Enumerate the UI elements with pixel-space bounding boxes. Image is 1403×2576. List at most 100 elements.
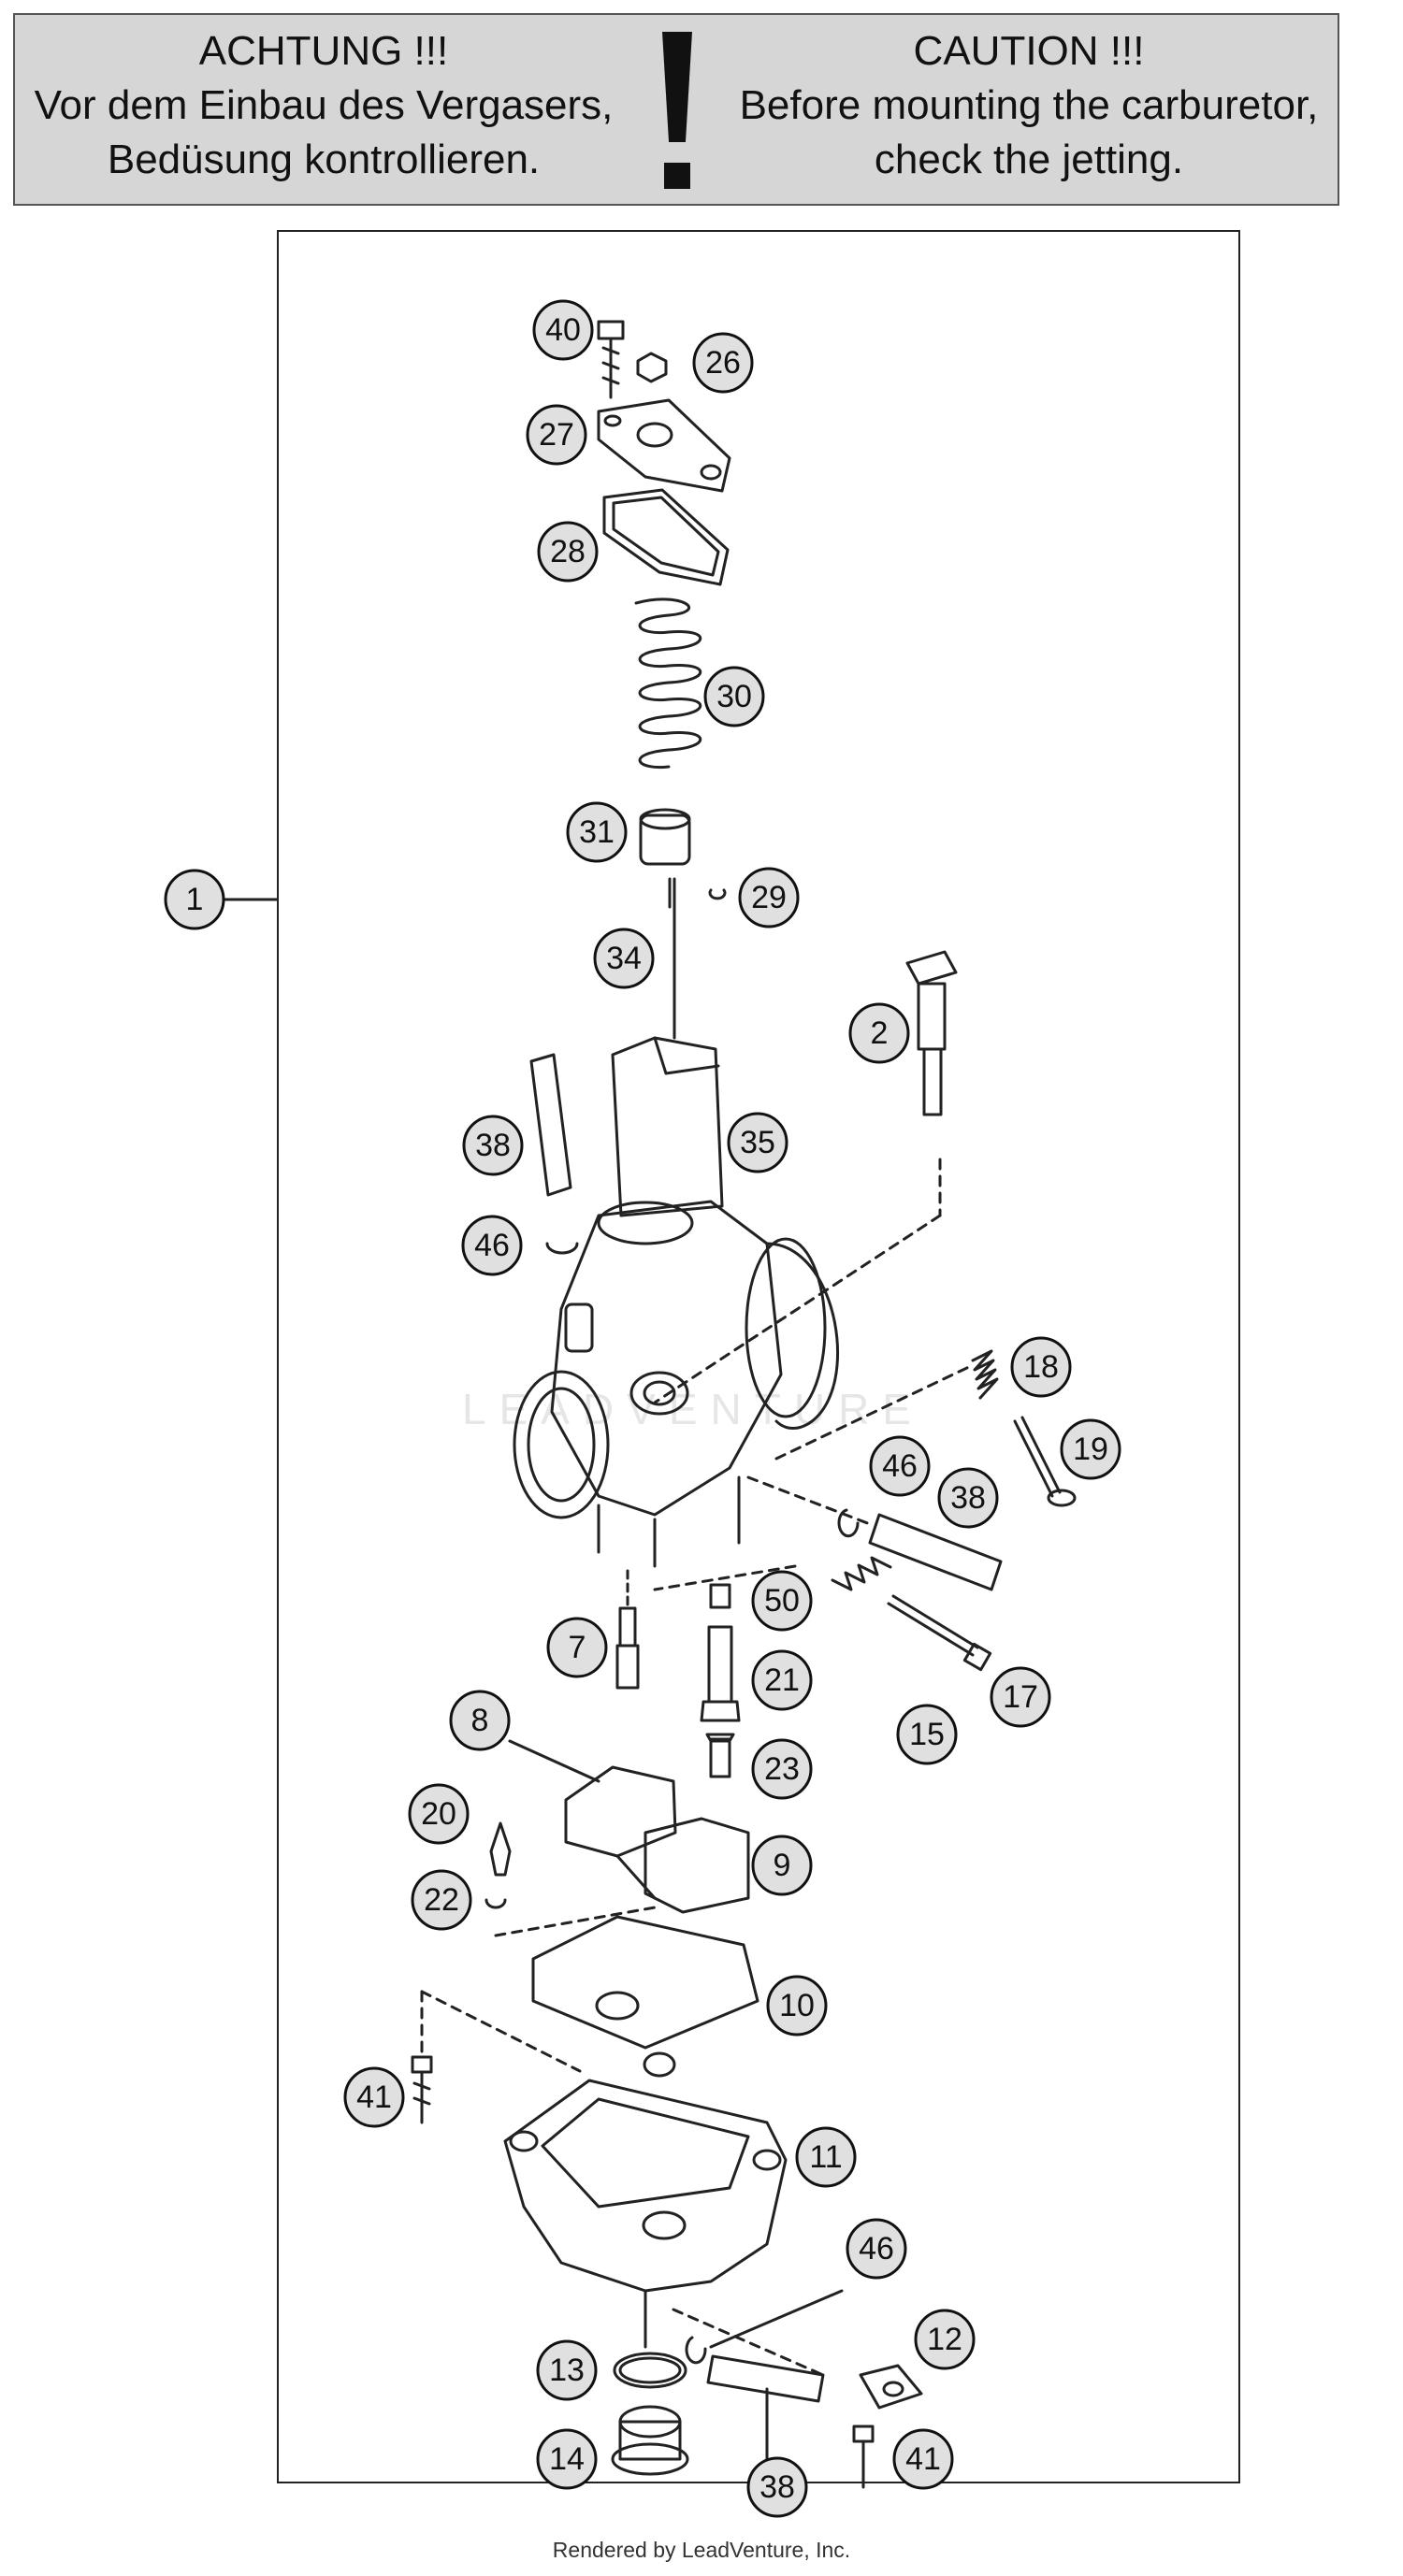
pin-8-part bbox=[508, 1739, 600, 1783]
svg-text:8: 8 bbox=[471, 1703, 489, 1738]
callout-21: 21 bbox=[751, 1649, 813, 1711]
svg-text:30: 30 bbox=[716, 679, 752, 714]
svg-text:27: 27 bbox=[539, 417, 574, 453]
caution-german: ACHTUNG !!! Vor dem Einbau des Vergasers… bbox=[15, 24, 632, 187]
jet-7-part bbox=[615, 1569, 640, 1690]
svg-text:15: 15 bbox=[909, 1717, 945, 1752]
svg-text:20: 20 bbox=[421, 1796, 456, 1832]
jet-needle-34-part bbox=[668, 877, 676, 1040]
callout-23: 23 bbox=[751, 1738, 813, 1800]
svg-text:41: 41 bbox=[905, 2441, 941, 2477]
dash-line-18 bbox=[774, 1363, 975, 1461]
svg-text:38: 38 bbox=[950, 1480, 986, 1516]
circlip-46-lower-part bbox=[685, 2336, 707, 2365]
caution-german-line2: Bedüsung kontrollieren. bbox=[107, 137, 541, 182]
carburetor-body-part bbox=[513, 1200, 840, 1568]
caution-german-line1: Vor dem Einbau des Vergasers, bbox=[34, 82, 614, 128]
svg-text:17: 17 bbox=[1003, 1679, 1038, 1715]
svg-text:46: 46 bbox=[882, 1448, 918, 1484]
svg-text:28: 28 bbox=[550, 534, 586, 569]
svg-text:40: 40 bbox=[545, 312, 581, 348]
callout-41-left: 41 bbox=[343, 2066, 405, 2128]
callout-34: 34 bbox=[593, 928, 655, 989]
drain-plug-14-part bbox=[611, 2405, 689, 2476]
cover-38-part bbox=[529, 1053, 572, 1197]
dash-line-bowl bbox=[672, 2308, 825, 2377]
dash-line-15 bbox=[653, 1564, 797, 1591]
svg-text:50: 50 bbox=[764, 1583, 800, 1619]
svg-text:23: 23 bbox=[764, 1751, 800, 1787]
footer-credit: Rendered by LeadVenture, Inc. bbox=[552, 2538, 851, 2562]
caution-english: CAUTION !!! Before mounting the carburet… bbox=[720, 24, 1338, 187]
callout-10: 10 bbox=[766, 1975, 828, 2036]
callout-15: 15 bbox=[896, 1704, 958, 1765]
needle-jet-21-part bbox=[700, 1625, 741, 1722]
caution-german-title: ACHTUNG !!! bbox=[198, 28, 449, 74]
svg-text:29: 29 bbox=[751, 880, 787, 915]
needle-holder-31-part bbox=[639, 808, 691, 866]
svg-text:21: 21 bbox=[764, 1662, 800, 1698]
callout-2: 2 bbox=[848, 1002, 910, 1064]
leader-46-lower bbox=[709, 2289, 844, 2349]
callout-38-right: 38 bbox=[937, 1467, 999, 1529]
svg-text:18: 18 bbox=[1023, 1349, 1059, 1385]
idle-screw-2-part bbox=[653, 950, 958, 1404]
clip-22-part bbox=[485, 1898, 507, 1909]
callout-31: 31 bbox=[566, 801, 628, 863]
callout-40: 40 bbox=[532, 299, 594, 361]
main-jet-23-part bbox=[705, 1733, 735, 1778]
callout-46-right: 46 bbox=[869, 1435, 931, 1497]
callout-27: 27 bbox=[526, 404, 587, 466]
svg-text:13: 13 bbox=[549, 2353, 585, 2388]
callout-38-lower: 38 bbox=[746, 2456, 808, 2518]
gasket-28-part bbox=[602, 488, 730, 586]
svg-text:10: 10 bbox=[779, 1988, 815, 2023]
circlip-46-part bbox=[545, 1242, 579, 1255]
svg-text:31: 31 bbox=[579, 814, 615, 850]
throttle-slide-35-part bbox=[611, 1036, 724, 1217]
jet-50-part bbox=[709, 1583, 731, 1609]
svg-text:19: 19 bbox=[1073, 1432, 1108, 1467]
caution-english-title: CAUTION !!! bbox=[913, 28, 1145, 74]
callout-9: 9 bbox=[751, 1835, 813, 1896]
svg-text:12: 12 bbox=[927, 2322, 962, 2357]
float-bowl-11-part bbox=[503, 2051, 788, 2349]
caution-banner: ACHTUNG !!! Vor dem Einbau des Vergasers… bbox=[13, 13, 1339, 206]
callout-12: 12 bbox=[914, 2309, 976, 2370]
callout-20: 20 bbox=[408, 1783, 470, 1845]
cover-38-lower-part bbox=[706, 2354, 825, 2403]
mixture-screw-17-part bbox=[887, 1594, 992, 1672]
o-ring-13-inner bbox=[618, 2356, 682, 2384]
screw-19-part bbox=[1013, 1416, 1077, 1507]
callout-38-upper: 38 bbox=[462, 1115, 524, 1176]
dash-line-46 bbox=[746, 1475, 872, 1526]
svg-text:14: 14 bbox=[549, 2441, 585, 2477]
callout-18: 18 bbox=[1010, 1336, 1072, 1398]
callout-7: 7 bbox=[546, 1617, 608, 1678]
callout-17: 17 bbox=[990, 1666, 1051, 1728]
callout-50: 50 bbox=[751, 1570, 813, 1632]
svg-text:2: 2 bbox=[871, 1015, 889, 1051]
callout-8: 8 bbox=[449, 1690, 511, 1751]
callout-29: 29 bbox=[738, 867, 800, 928]
cover-cap-27-part bbox=[597, 398, 731, 493]
callout-46-lower: 46 bbox=[846, 2218, 907, 2280]
exclamation-icon bbox=[658, 32, 696, 195]
dash-line-22 bbox=[494, 1906, 657, 1937]
callout-22: 22 bbox=[411, 1869, 472, 1931]
callout-35: 35 bbox=[727, 1112, 788, 1173]
bolt-41-part bbox=[411, 1990, 582, 2124]
clip-29-part bbox=[708, 888, 727, 900]
svg-text:34: 34 bbox=[606, 941, 642, 976]
callout-14: 14 bbox=[536, 2428, 598, 2490]
bolt-41-lower-part bbox=[852, 2425, 875, 2489]
caution-english-line2: check the jetting. bbox=[874, 137, 1184, 182]
svg-text:9: 9 bbox=[774, 1848, 791, 1883]
svg-text:26: 26 bbox=[705, 345, 741, 381]
callout-30: 30 bbox=[703, 666, 765, 727]
svg-text:7: 7 bbox=[569, 1630, 586, 1665]
float-9-part bbox=[564, 1765, 750, 1914]
callout-41-lower: 41 bbox=[892, 2428, 954, 2490]
svg-text:46: 46 bbox=[859, 2231, 894, 2267]
